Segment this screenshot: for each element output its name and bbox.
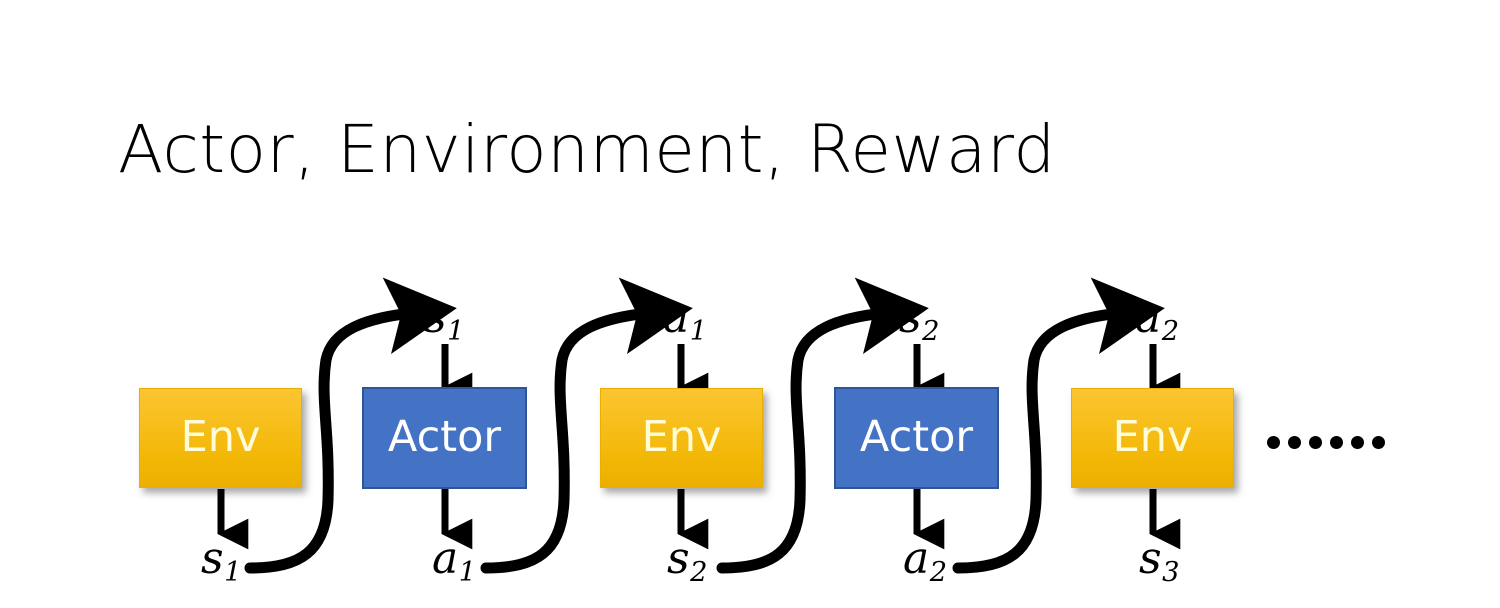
box-label: Actor	[859, 411, 974, 462]
ellipsis-dot	[1309, 436, 1322, 449]
page-title: Actor, Environment, Reward	[118, 111, 1056, 188]
math-label-bot-s3: s3	[1139, 533, 1180, 589]
math-label-bot-a1: a1	[432, 533, 477, 589]
math-label-top-a2: a2	[1135, 292, 1180, 348]
ellipsis-dot	[1372, 436, 1385, 449]
box-actor-2[interactable]: Actor	[834, 387, 999, 489]
box-actor-1[interactable]: Actor	[362, 387, 527, 489]
down-arrows-out-of-boxes	[217, 489, 1181, 550]
ellipsis-dot	[1288, 436, 1301, 449]
ellipsis-dot	[1330, 436, 1343, 449]
box-label: Actor	[387, 411, 502, 462]
down-arrows-into-boxes	[441, 344, 1181, 404]
ellipsis-dot	[1351, 436, 1364, 449]
math-label-top-a1: a1	[663, 292, 708, 348]
math-label-top-s1: s1	[424, 292, 465, 348]
box-label: Env	[641, 411, 722, 462]
box-label: Env	[1112, 411, 1193, 462]
math-label-top-s2: s2	[899, 292, 940, 348]
ellipsis-dots	[1267, 436, 1385, 449]
ellipsis-dot	[1267, 436, 1280, 449]
box-env-3[interactable]: Env	[1071, 388, 1234, 488]
box-label: Env	[180, 411, 261, 462]
math-label-bot-a2: a2	[903, 533, 948, 589]
math-label-bot-s1: s1	[201, 533, 242, 589]
box-env-1[interactable]: Env	[139, 388, 302, 488]
math-label-bot-s2: s2	[667, 533, 708, 589]
box-env-2[interactable]: Env	[600, 388, 763, 488]
